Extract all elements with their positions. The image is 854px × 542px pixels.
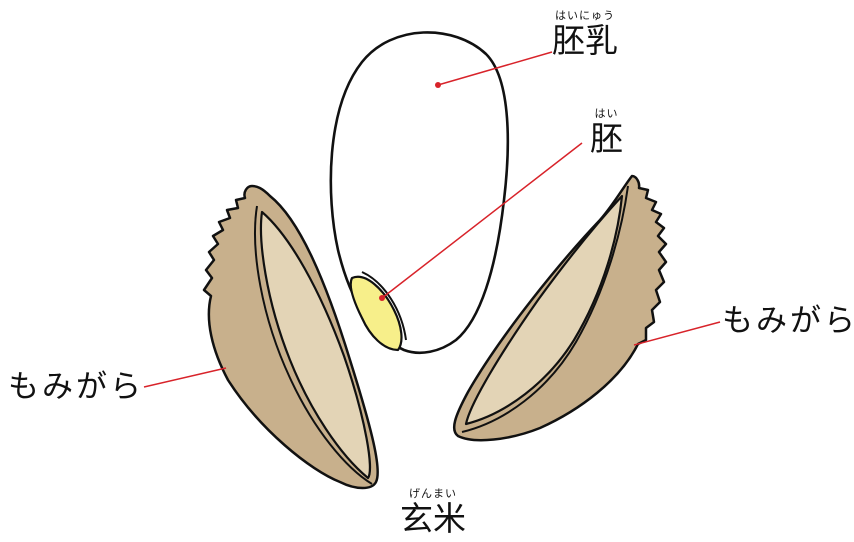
endosperm-ruby: はいにゅう (552, 10, 618, 21)
brown-rice-text: 玄米 (400, 502, 466, 535)
husk-left-text: もみがら (8, 372, 144, 403)
husk-right-label: もみがら (722, 306, 854, 337)
embryo-label: はい 胚 (590, 108, 623, 155)
embryo-ruby: はい (590, 108, 623, 119)
husk-right-text: もみがら (722, 306, 854, 337)
endosperm-label: はいにゅう 胚乳 (552, 10, 618, 57)
brown-rice-label: げんまい 玄米 (400, 488, 466, 535)
husk-left-leader (144, 368, 226, 387)
rice-grain (331, 32, 508, 352)
embryo-leader-dot (379, 295, 385, 301)
endosperm-leader-dot (435, 82, 441, 88)
endosperm-text: 胚乳 (552, 24, 618, 57)
brown-rice-ruby: げんまい (400, 488, 466, 499)
embryo-text: 胚 (590, 122, 623, 155)
husk-left-label: もみがら (8, 372, 144, 403)
